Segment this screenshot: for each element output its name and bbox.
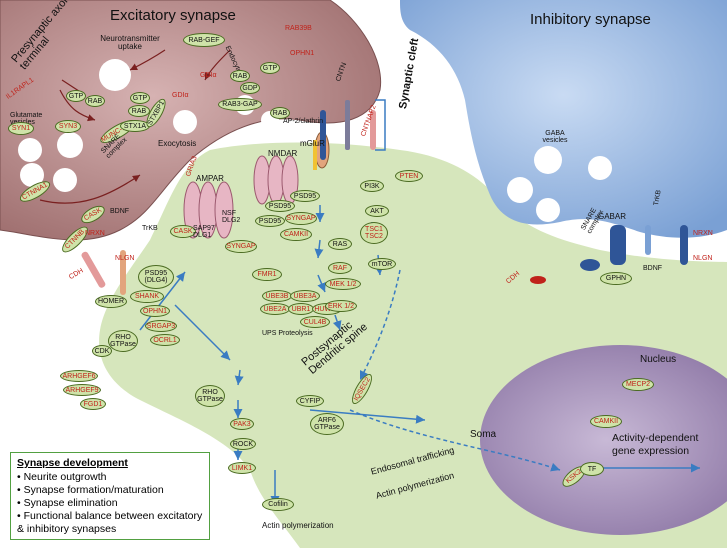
psd95-node-3: PSD95 bbox=[255, 215, 285, 227]
pten-node: PTEN bbox=[395, 170, 423, 182]
psd95-node-2: PSD95 bbox=[290, 190, 320, 202]
ampar-label: AMPAR bbox=[196, 174, 224, 183]
mtor-node: mTOR bbox=[368, 258, 396, 270]
ubr1-node: UBR1 bbox=[288, 303, 314, 315]
legend-item: • Neurite outgrowth bbox=[17, 471, 107, 483]
sap97-label: SAP97 DLG1 bbox=[193, 225, 215, 239]
rab-gef-node: RAB-GEF bbox=[183, 33, 225, 47]
syn3-node: SYN3 bbox=[55, 120, 81, 133]
legend-item: • Functional balance between excitatory … bbox=[17, 510, 203, 535]
actin-polymerization-bottom-label: Actin polymerization bbox=[262, 521, 334, 530]
soma-label: Soma bbox=[470, 429, 497, 440]
mecp2-node: MECP2 bbox=[622, 378, 654, 391]
gtp-node-3: GTP bbox=[130, 92, 150, 104]
gabar-label: GABAR bbox=[598, 212, 627, 221]
nlgn-inhibitory-label: NLGN bbox=[693, 255, 713, 262]
homer-node: HOMER bbox=[95, 295, 127, 308]
rab-node-3: RAB bbox=[270, 107, 290, 119]
nmdar-label: NMDAR bbox=[268, 149, 298, 158]
gdi-alpha-label-2: GDIα bbox=[172, 92, 189, 99]
syngap-node-1: SYNGAP bbox=[225, 240, 257, 253]
ups-proteolysis-label: UPS Proteolysis bbox=[262, 330, 313, 337]
gdp-node: GDP bbox=[240, 82, 260, 94]
ophn1-top-label: OPHN1 bbox=[290, 50, 315, 57]
stx1a-node: STX1A bbox=[120, 120, 150, 132]
tf-node: TF bbox=[580, 462, 604, 476]
bdnf-inhibitory-label: BDNF bbox=[643, 265, 663, 272]
rho-gtpase-node-2: RHO GTPase bbox=[195, 385, 225, 407]
rab3-gap-node: RAB3-GAP bbox=[218, 98, 262, 111]
cask2-node: CASK bbox=[170, 225, 196, 238]
trkb-label: TrKB bbox=[142, 225, 158, 232]
gphn-node: GPHN bbox=[600, 272, 632, 285]
rab-node-2: RAB bbox=[85, 95, 105, 107]
nrxn-inhibitory-label: NRXN bbox=[693, 230, 713, 237]
cul4b-node: CUL4B bbox=[300, 316, 330, 328]
legend-item: • Synapse elimination bbox=[17, 497, 118, 509]
excitatory-synapse-title: Excitatory synapse bbox=[110, 7, 236, 24]
gtp-node-2: GTP bbox=[66, 90, 86, 102]
rock-node: ROCK bbox=[230, 438, 256, 450]
nrxn-label: NRXN bbox=[85, 230, 105, 237]
rab-node-4: RAB bbox=[128, 105, 150, 117]
arf6-gtpase-node: ARF6 GTPase bbox=[310, 413, 344, 435]
nucleus-shape bbox=[480, 345, 727, 535]
camkii-node: CAMKII bbox=[280, 228, 312, 241]
legend-heading: Synapse development bbox=[17, 457, 128, 469]
ube2a-node: UBE2A bbox=[260, 303, 290, 315]
arhgef9-node: ARHGEF9 bbox=[63, 384, 101, 396]
pak3-node: PAK3 bbox=[230, 418, 254, 430]
cyfip-node: CYFIP bbox=[296, 395, 324, 407]
neurotransmitter-uptake-label: Neurotransmitter uptake bbox=[100, 34, 160, 51]
fgd1-node: FGD1 bbox=[80, 398, 106, 410]
raf-node: RAF bbox=[328, 262, 352, 274]
ophn1-node: OPHN1 bbox=[140, 305, 170, 317]
gaba-vesicles-label: GABA vesicles bbox=[542, 130, 568, 144]
activity-gene-expression-label: Activity-dependent gene expression bbox=[612, 432, 699, 457]
nlgn-label: NLGN bbox=[115, 255, 135, 262]
nsf-dlg2-label: NSF DLG2 bbox=[222, 210, 241, 224]
psd95-dlg4-node: PSD95 (DLG4) bbox=[138, 265, 174, 289]
ap2-clathrin-label: AP-2/clathrin bbox=[283, 118, 324, 125]
exocytosis-label: Exocytosis bbox=[158, 139, 197, 148]
ube3a-node: UBE3A bbox=[290, 290, 320, 302]
erk12-node: ERK 1/2 bbox=[325, 300, 357, 312]
rab39b-label: RAB39B bbox=[285, 25, 312, 32]
inhibitory-terminal-shape bbox=[400, 0, 727, 238]
inhibitory-synapse-title: Inhibitory synapse bbox=[530, 11, 651, 28]
fmr1-node: FMR1 bbox=[252, 268, 282, 281]
camkii-nucleus-node: CAMKII bbox=[590, 415, 622, 428]
nucleus-label: Nucleus bbox=[640, 354, 677, 365]
ocrl1-node: OCRL1 bbox=[150, 334, 180, 346]
ube3b-node: UBE3B bbox=[262, 290, 292, 302]
cdk-node: CDK bbox=[92, 345, 112, 357]
mglur-label: mGluR bbox=[300, 139, 325, 148]
shank-node: SHANK bbox=[130, 290, 164, 303]
mek12-node: MEK 1/2 bbox=[325, 278, 361, 290]
srgap3-node: SRGAP3 bbox=[145, 320, 177, 332]
rab-node-1: RAB bbox=[230, 70, 250, 82]
akt-node: AKT bbox=[365, 205, 389, 217]
legend-item: • Synapse formation/maturation bbox=[17, 484, 164, 496]
gdi-alpha-label-1: GDIα bbox=[200, 72, 217, 79]
gtp-node-1: GTP bbox=[260, 62, 280, 74]
limk1-node: LIMK1 bbox=[228, 462, 256, 474]
pi3k-node: PI3K bbox=[360, 180, 384, 192]
cofilin-node: Cofilin bbox=[262, 498, 294, 511]
syn1-node: SYN1 bbox=[8, 122, 34, 135]
arhgef6-node: ARHGEF6 bbox=[60, 370, 98, 382]
synapse-development-legend: Synapse development • Neurite outgrowth … bbox=[10, 452, 210, 540]
syngap-node-2: SYNGAP bbox=[285, 212, 317, 225]
rho-gtpase-node-1: RHO GTPase bbox=[108, 330, 138, 352]
bdnf-label: BDNF bbox=[110, 208, 130, 215]
ras-node: RAS bbox=[328, 238, 352, 250]
tsc-node: TSC1 TSC2 bbox=[360, 222, 388, 244]
psd95-node-1: PSD95 bbox=[265, 200, 295, 212]
